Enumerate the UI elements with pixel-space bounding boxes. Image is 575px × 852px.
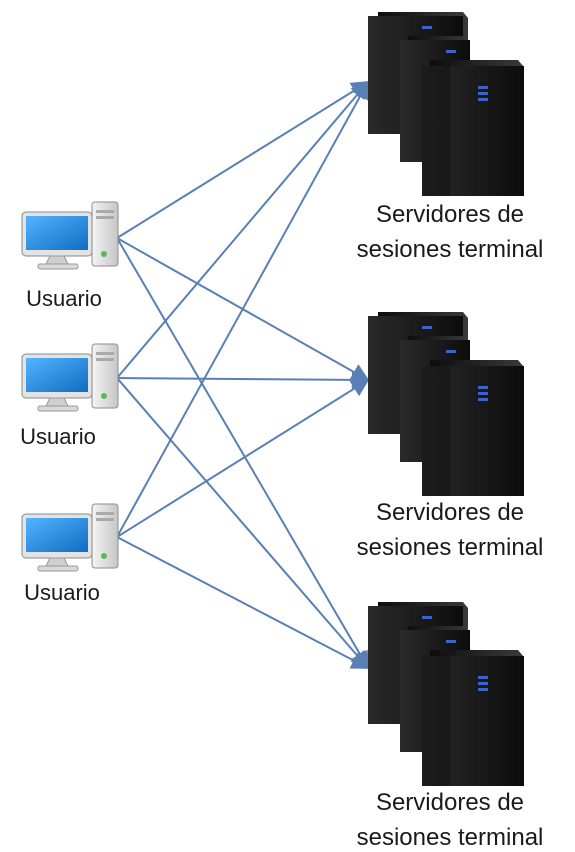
connection-arrow xyxy=(116,370,370,389)
computer-icon xyxy=(21,503,119,572)
server-rack-icon xyxy=(368,602,524,786)
user-workstation: Usuario xyxy=(21,503,119,605)
server-group-label-line1: Servidores de xyxy=(376,499,524,526)
connection-arrow xyxy=(116,536,370,669)
user-label: Usuario xyxy=(20,424,96,449)
user-label: Usuario xyxy=(26,286,102,311)
computer-icon xyxy=(21,201,119,270)
server-group-label-line1: Servidores de xyxy=(376,789,524,816)
server-group-label-line2: sesiones terminal xyxy=(357,534,544,561)
server-group: Servidores de sesiones terminal xyxy=(357,12,544,263)
server-group-label-line2: sesiones terminal xyxy=(357,236,544,263)
user-workstation: Usuario xyxy=(21,201,119,311)
connection-arrow xyxy=(116,81,370,239)
server-group-label-line1: Servidores de xyxy=(376,201,524,228)
connection-arrow xyxy=(116,237,369,670)
server-rack-icon xyxy=(368,312,524,496)
server-group: Servidores de sesiones terminal xyxy=(357,312,544,561)
connection-arrow xyxy=(116,80,370,379)
server-rack-icon xyxy=(368,12,524,196)
user-label: Usuario xyxy=(24,580,100,605)
connection-arrow xyxy=(116,379,370,538)
user-workstation: Usuario xyxy=(20,343,119,449)
computer-icon xyxy=(21,343,119,412)
connection-arrow xyxy=(116,377,370,670)
connection-arrow xyxy=(116,80,369,538)
connection-lines xyxy=(116,80,370,670)
server-group-label-line2: sesiones terminal xyxy=(357,824,544,851)
server-group: Servidores de sesiones terminal xyxy=(357,602,544,851)
